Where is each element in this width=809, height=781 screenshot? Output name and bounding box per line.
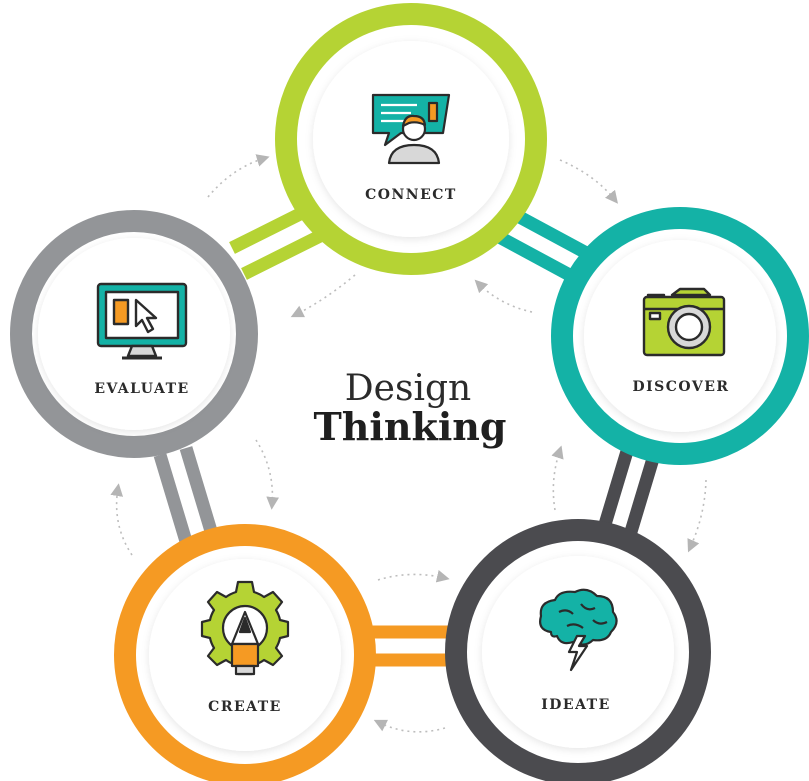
monitor-cursor-icon bbox=[96, 282, 188, 360]
arrow-discover-connect-inner bbox=[474, 279, 533, 313]
camera-icon bbox=[642, 287, 726, 357]
cycle-arrows bbox=[110, 154, 707, 733]
arrow-create-ideate-upper bbox=[377, 569, 450, 583]
stage-label-ideate: IDEATE bbox=[541, 697, 611, 713]
arrow-connect-evaluate-inner bbox=[290, 274, 356, 318]
arrow-discover-ideate-outer bbox=[687, 479, 707, 553]
stage-label-discover: DISCOVER bbox=[632, 379, 729, 395]
connector-create-evaluate bbox=[153, 446, 221, 550]
arrow-evaluate-connect-outer bbox=[207, 154, 270, 198]
title-line-1: Design bbox=[345, 368, 471, 409]
title-line-2: Thinking bbox=[314, 404, 507, 449]
arrow-evaluate-create-inner bbox=[255, 439, 280, 510]
brain-storm-icon bbox=[539, 588, 618, 672]
arrow-connect-discover-outer bbox=[559, 159, 618, 204]
stage-label-evaluate: EVALUATE bbox=[94, 381, 189, 397]
stage-label-connect: CONNECT bbox=[365, 187, 457, 203]
arrow-ideate-discover-inner bbox=[551, 445, 564, 511]
stage-label-create: CREATE bbox=[208, 699, 282, 715]
arrow-ideate-create-lower bbox=[373, 719, 446, 733]
chat-person-icon bbox=[371, 93, 451, 165]
gear-pencil-icon bbox=[200, 580, 290, 676]
arrow-create-evaluate-outer bbox=[110, 483, 133, 556]
